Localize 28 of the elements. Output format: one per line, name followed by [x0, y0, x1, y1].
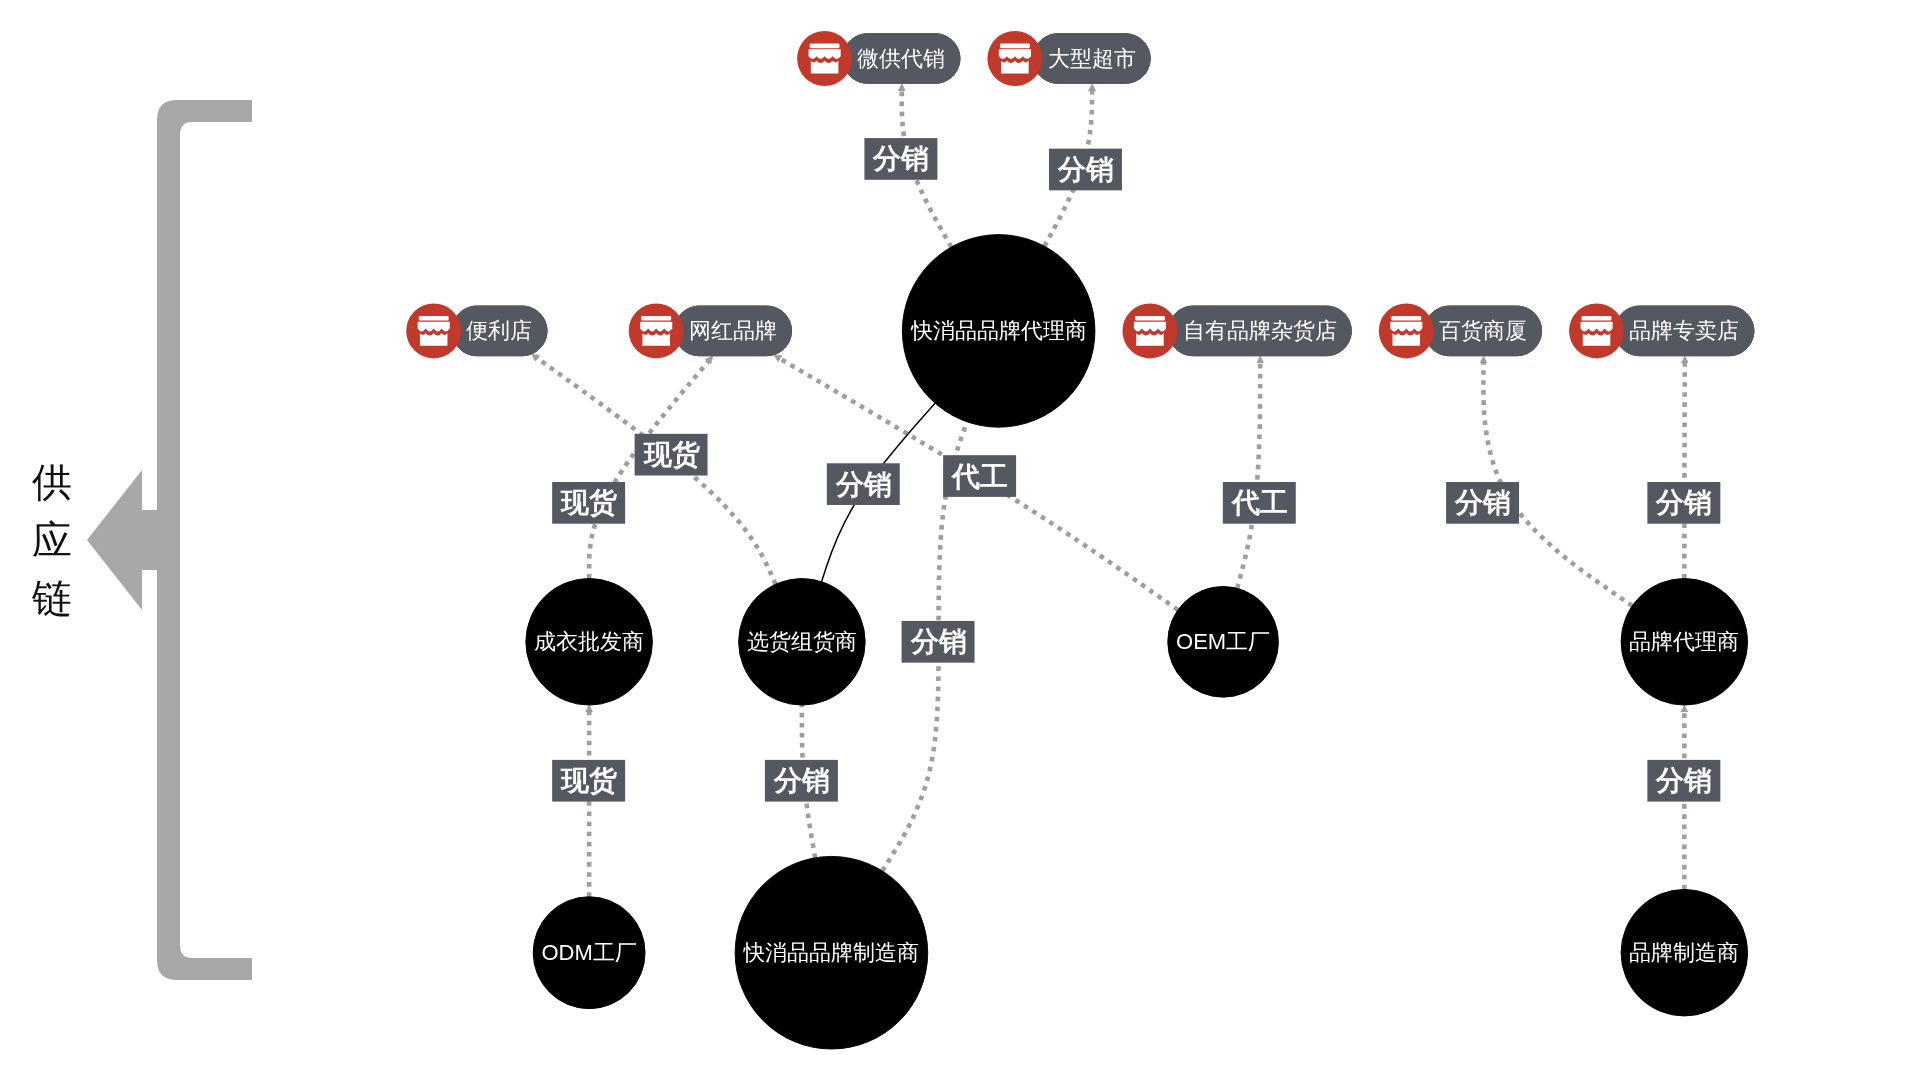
- edge-label: 分销: [1647, 482, 1721, 524]
- edge-label: 分销: [901, 620, 975, 663]
- edge-label: 分销: [1647, 759, 1721, 802]
- arrow: [586, 355, 714, 579]
- edge-label: 分销: [764, 759, 838, 802]
- company-circle: 快消品品牌制造商: [734, 855, 929, 1050]
- edge-label: 分销: [864, 138, 938, 180]
- edge-label: 分销: [826, 463, 900, 505]
- edge-label: 现货: [552, 759, 626, 802]
- edge-label: 代工: [943, 455, 1017, 497]
- edge-label: 现货: [634, 433, 708, 476]
- arrow: [773, 354, 1180, 612]
- company-circle: 品牌制造商: [1620, 888, 1749, 1017]
- edge-label: 分销: [1049, 148, 1122, 191]
- company-circle: 快消品品牌代理商: [901, 234, 1096, 428]
- company-circle: ODM工厂: [532, 896, 646, 1010]
- company-circle: 品牌代理商: [1620, 578, 1749, 706]
- company-circle: 成衣批发商: [525, 578, 653, 706]
- arrow: [531, 353, 778, 586]
- side-label: 供应链: [31, 459, 73, 622]
- edge-label: 代工: [1222, 482, 1296, 524]
- edge-label: 分销: [1446, 482, 1520, 524]
- company-circle: OEM工厂: [1167, 586, 1279, 698]
- arrow: [1479, 355, 1634, 608]
- connector: [820, 402, 936, 583]
- company-circle: 选货组货商: [738, 578, 866, 706]
- edge-label: 现货: [552, 482, 626, 524]
- arrow: [1235, 355, 1265, 589]
